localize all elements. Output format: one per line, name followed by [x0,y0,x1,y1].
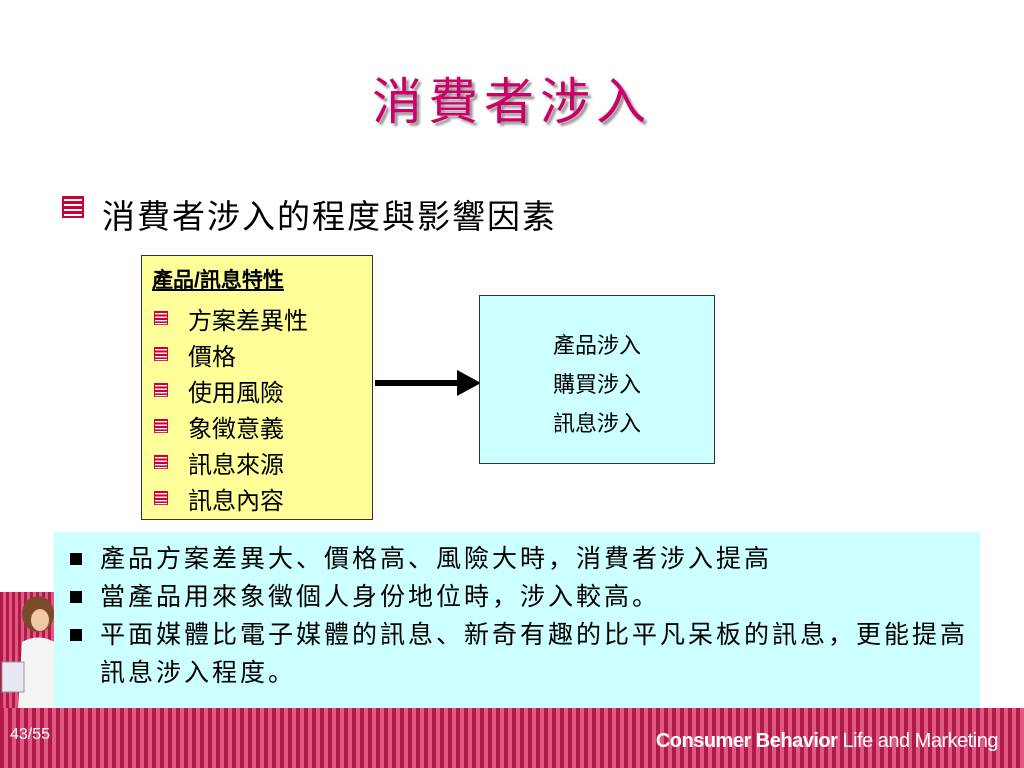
note-text: 平面媒體比電子媒體的訊息、新奇有趣的比平凡呆板的訊息，更能提高訊息涉入程度。 [100,620,969,687]
striped-square-bullet-icon [154,455,168,469]
traits-list: 方案差異性 價格 使用風險 象徵意義 訊息來源 訊息內容 [154,300,308,516]
notes-box: 產品方案差異大、價格高、風險大時，消費者涉入提高 當產品用來象徵個人身份地位時，… [54,532,980,708]
trait-label: 使用風險 [188,379,284,407]
involvement-type-label: 訊息涉入 [552,411,641,436]
list-item: 象徵意義 [154,408,308,444]
striped-square-bullet-icon [154,383,168,397]
involvement-type-label: 產品涉入 [552,333,641,358]
trait-label: 價格 [188,343,236,371]
list-item: 訊息內容 [154,480,308,516]
striped-square-bullet-icon [154,311,168,325]
slide-title: 消費者涉入 [372,73,652,131]
brand-title: Consumer Behavior [655,730,838,752]
traits-heading: 產品/訊息特性 [152,269,284,292]
list-item: 訊息來源 [154,444,308,480]
main-bullet-text: 消費者涉入的程度與影響因素 [102,197,557,236]
woman-shopping-photo [0,592,62,708]
list-item: 方案差異性 [154,300,308,336]
involvement-type-label: 購買涉入 [552,372,641,397]
striped-square-bullet-icon [154,419,168,433]
list-item: 產品方案差異大、價格高、風險大時，消費者涉入提高 [68,540,968,578]
striped-square-bullet-icon [62,196,84,218]
trait-label: 訊息內容 [188,487,284,515]
black-square-bullet-icon [70,591,82,603]
involvement-types-box: 產品涉入 購買涉入 訊息涉入 [479,295,715,464]
black-square-bullet-icon [70,553,82,565]
page-number: 43/55 [10,726,51,743]
product-message-traits-box: 產品/訊息特性 方案差異性 價格 使用風險 象徵意義 訊息來源 訊息內容 [141,255,373,520]
striped-square-bullet-icon [154,347,168,361]
note-text: 產品方案差異大、價格高、風險大時，消費者涉入提高 [100,544,773,573]
footer-stripe-band [0,708,1024,768]
list-item: 平面媒體比電子媒體的訊息、新奇有趣的比平凡呆板的訊息，更能提高訊息涉入程度。 [68,616,968,692]
brand-subtitle: Life and Marketing [837,730,998,752]
footer-brand: Consumer Behavior Life and Marketing [655,730,999,753]
note-text: 當產品用來象徵個人身份地位時，涉入較高。 [100,582,661,611]
list-item: 當產品用來象徵個人身份地位時，涉入較高。 [68,578,968,616]
list-item: 使用風險 [154,372,308,408]
trait-label: 象徵意義 [188,415,284,443]
striped-square-bullet-icon [154,491,168,505]
trait-label: 方案差異性 [188,307,308,335]
trait-label: 訊息來源 [188,451,284,479]
right-arrow-icon [375,370,481,396]
list-item: 價格 [154,336,308,372]
black-square-bullet-icon [70,629,82,641]
